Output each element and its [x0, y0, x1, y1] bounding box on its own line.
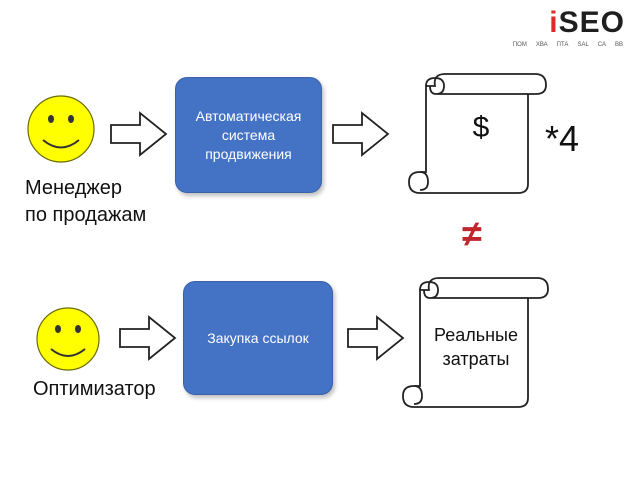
box-link-purchase: Закупка ссылок — [183, 281, 333, 395]
not-equal-sign: ≠ — [462, 213, 482, 254]
dollar-sign: $ — [472, 111, 490, 144]
arrow-icon-bottom-2 — [347, 315, 405, 361]
smiley-icon-top — [27, 95, 95, 163]
smiley-icon-bottom — [36, 307, 100, 371]
scroll-icon-top — [408, 73, 547, 194]
box-auto-promotion-system: Автоматическая система продвижения — [175, 77, 322, 193]
arrow-icon-bottom-1 — [119, 315, 177, 361]
real-costs-label: Реальные затраты — [433, 325, 518, 369]
arrow-icon-top-2 — [332, 111, 390, 157]
logo-wordmark: iSEO — [549, 6, 625, 39]
person-label-optimizer: Оптимизатор — [33, 378, 156, 400]
person-label-sales-manager: Менеджер по продажам — [25, 177, 147, 226]
arrow-icon-top-1 — [110, 111, 168, 157]
multiplier-label: *4 — [545, 118, 580, 159]
scroll-icon-bottom — [402, 277, 549, 408]
